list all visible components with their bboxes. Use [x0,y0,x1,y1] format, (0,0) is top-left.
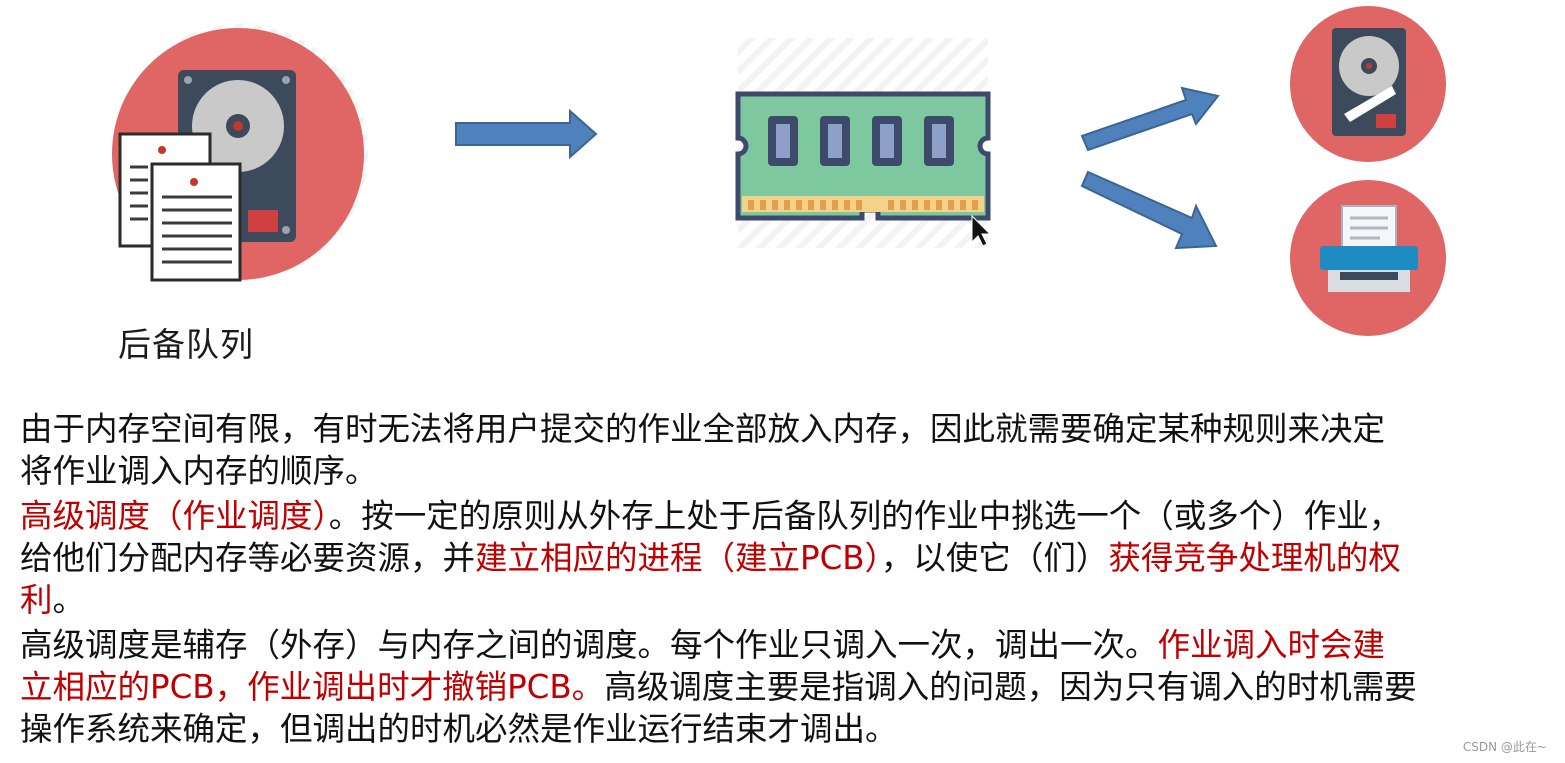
printer-icon [1290,180,1446,336]
hard-disk-with-documents-icon [112,24,368,282]
explanation-text: 由于内存空间有限，有时无法将用户提交的作业全部放入内存，因此就需要确定某种规则来… [20,408,1565,750]
text-segment: 高级调度主要是指调入的问题，因为只有调入的时机需要 [604,668,1417,706]
arrow-right-icon [455,108,598,160]
watermark: CSDN @此在~ [1462,740,1547,754]
arrow-down-right-icon [1080,170,1218,250]
mouse-cursor-icon [971,214,992,247]
text-segment: 操作系统来确定，但调出的时机必然是作业运行结束才调出。 [20,710,898,748]
memory-module-icon [735,38,992,248]
hard-disk-icon [1290,6,1446,162]
text-segment: 。按一定的原则从外存上处于后备队列的作业中挑选一个（或多个）作业， [328,497,1402,535]
text-segment: ，以使它（们） [880,539,1109,577]
highlight-term: 高级调度（作业调度） [20,497,329,535]
highlight-term: 利 [20,581,53,619]
highlight-term: 立相应的PCB，作业调出时才撤销PCB。 [20,668,605,706]
paragraph-intro: 由于内存空间有限，有时无法将用户提交的作业全部放入内存，因此就需要确定某种规则来… [20,408,1565,492]
text-segment: 高级调度是辅存（外存）与内存之间的调度。每个作业只调入一次，调出一次。 [20,626,1158,664]
text-segment: 。 [52,581,86,619]
text-segment: 给他们分配内存等必要资源，并 [20,539,476,577]
highlight-term: 建立相应的进程（建立PCB） [475,539,881,577]
paragraph-scheduling-details: 高级调度是辅存（外存）与内存之间的调度。每个作业只调入一次，调出一次。作业调入时… [20,624,1565,750]
text-line: 由于内存空间有限，有时无法将用户提交的作业全部放入内存，因此就需要确定某种规则来… [20,410,1386,448]
backup-queue-label: 后备队列 [118,325,254,364]
text-line: 将作业调入内存的顺序。 [20,452,378,490]
paragraph-high-level-scheduling: 高级调度（作业调度）。按一定的原则从外存上处于后备队列的作业中挑选一个（或多个）… [20,495,1565,621]
arrow-up-right-icon [1080,86,1220,152]
highlight-term: 作业调入时会建 [1157,626,1386,664]
highlight-term: 获得竞争处理机的权 [1108,539,1401,577]
